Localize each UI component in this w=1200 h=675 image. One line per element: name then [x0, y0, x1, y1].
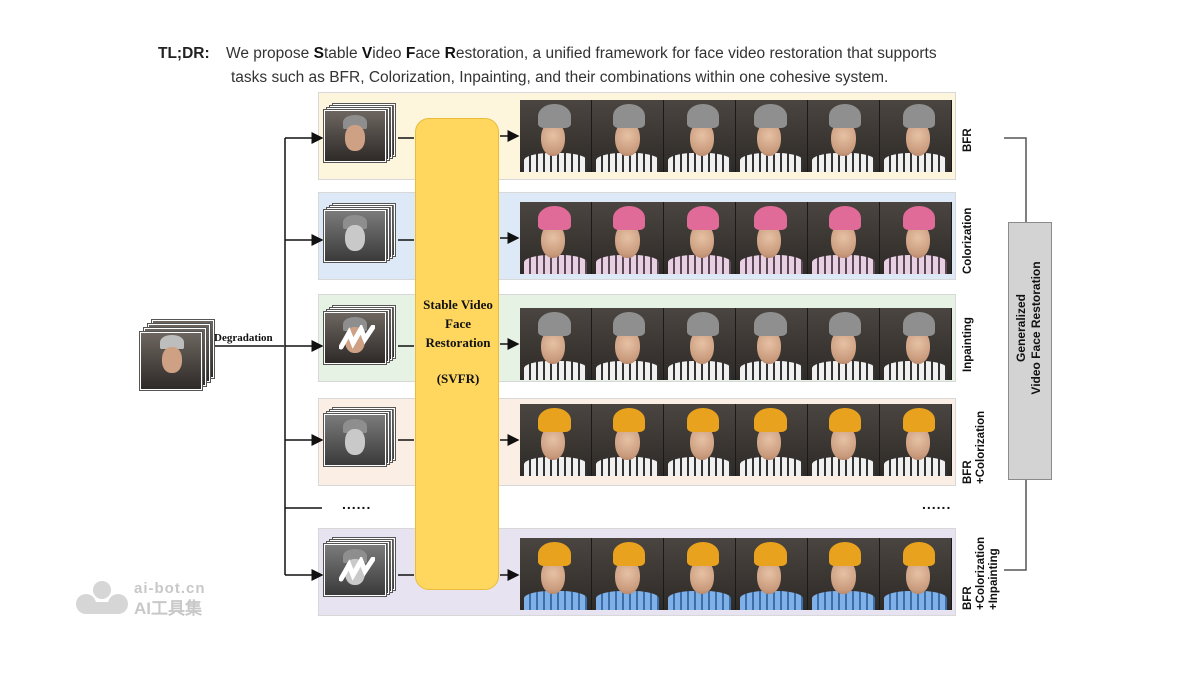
- output-frames: [520, 538, 952, 610]
- generalized-box: [1008, 222, 1052, 480]
- video-frame: [664, 308, 736, 380]
- degraded-input-stack: [324, 306, 396, 364]
- video-frame: [664, 100, 736, 172]
- video-frame: [592, 538, 664, 610]
- video-frame: [736, 538, 808, 610]
- video-frame: [736, 404, 808, 476]
- video-frame: [808, 404, 880, 476]
- ellipsis-left: ......: [342, 496, 372, 512]
- inpainting-mask-scribble: [339, 325, 375, 350]
- row-label: BFR+Colorization: [962, 410, 987, 484]
- ellipsis-right: ......: [922, 496, 952, 512]
- video-frame: [520, 100, 592, 172]
- video-frame: [520, 538, 592, 610]
- video-frame: [808, 100, 880, 172]
- output-frames: [520, 100, 952, 172]
- input-video-stack: [140, 320, 218, 392]
- degraded-input-stack: [324, 538, 396, 596]
- video-frame: [880, 538, 952, 610]
- row-label: Inpainting: [962, 317, 974, 372]
- svfr-abbreviation: (SVFR): [436, 371, 480, 386]
- video-frame: [736, 202, 808, 274]
- video-frame: [592, 100, 664, 172]
- video-frame: [664, 202, 736, 274]
- video-frame: [808, 202, 880, 274]
- video-frame: [880, 404, 952, 476]
- watermark-logo-icon: [76, 581, 128, 614]
- watermark-name: AI工具集: [134, 599, 202, 618]
- watermark-url: ai-bot.cn: [134, 580, 206, 597]
- inpainting-mask-scribble: [339, 557, 375, 582]
- tldr-lead: TL;DR:: [158, 45, 210, 62]
- video-frame: [520, 308, 592, 380]
- video-frame: [592, 202, 664, 274]
- video-frame: [880, 202, 952, 274]
- degradation-label: Degradation: [214, 332, 273, 344]
- video-frame: [736, 100, 808, 172]
- row-label: Colorization: [962, 207, 974, 274]
- output-frames: [520, 308, 952, 380]
- degraded-input-stack: [324, 204, 396, 262]
- degraded-input-stack: [324, 104, 396, 162]
- video-frame: [664, 538, 736, 610]
- output-frames: [520, 404, 952, 476]
- generalized-label: Generalized Video Face Restoration: [1014, 261, 1043, 395]
- video-frame: [520, 404, 592, 476]
- row-label: BFR: [962, 128, 974, 152]
- video-frame: [808, 538, 880, 610]
- video-frame: [520, 202, 592, 274]
- video-frame: [736, 308, 808, 380]
- tldr-line-1: We propose Stable Video Face Restoration…: [226, 45, 937, 62]
- svfr-block: Stable Video Face Restoration (SVFR): [415, 118, 499, 590]
- video-frame: [664, 404, 736, 476]
- video-frame: [880, 308, 952, 380]
- tldr-line-2: tasks such as BFR, Colorization, Inpaint…: [231, 69, 889, 86]
- video-frame: [880, 100, 952, 172]
- watermark: ai-bot.cn AI工具集: [72, 576, 262, 618]
- video-frame: [592, 308, 664, 380]
- video-frame: [592, 404, 664, 476]
- degraded-input-stack: [324, 408, 396, 466]
- row-label: BFR+Colorization+Inpainting: [962, 536, 1000, 610]
- svfr-title: Stable Video Face Restoration: [423, 297, 493, 350]
- video-frame: [808, 308, 880, 380]
- output-frames: [520, 202, 952, 274]
